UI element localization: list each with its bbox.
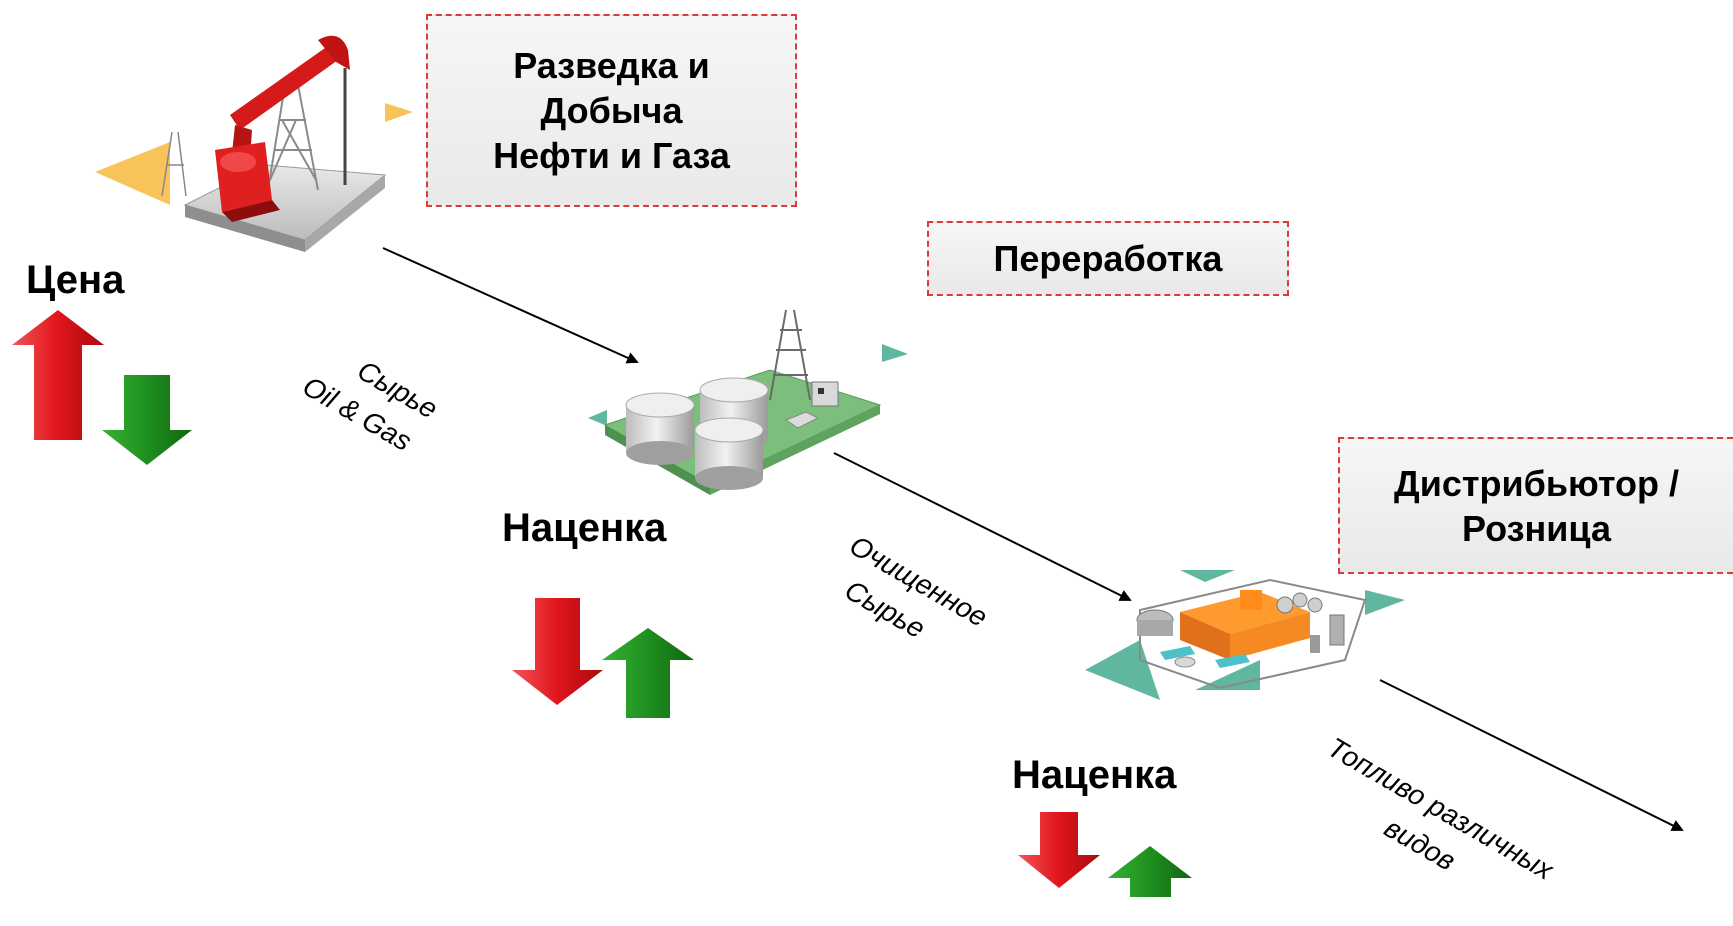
markup2-up-arrow-icon [1108, 846, 1192, 897]
teal-triangle-right [1365, 590, 1405, 615]
teal-triangle-left [588, 410, 607, 426]
upstream-title-line-2: Добыча [540, 90, 683, 131]
upstream-stage-box: Разведка и Добыча Нефти и Газа [426, 14, 797, 207]
flow-arrow-fuel [1379, 679, 1684, 831]
diagram-canvas [12, 35, 1684, 897]
oil-storage-tanks-icon [588, 309, 908, 495]
upstream-title-line-1: Разведка и [513, 45, 710, 86]
upstream-title-line-3: Нефти и Газа [493, 135, 730, 176]
teal-triangle-bottom [1085, 640, 1160, 700]
markup1-down-arrow-icon [512, 598, 603, 705]
distribution-title-line-2: Розница [1462, 507, 1611, 549]
price-down-arrow-icon [102, 375, 192, 465]
teal-triangle-right [882, 344, 908, 362]
oil-pumpjack-icon [95, 35, 413, 252]
distribution-stage-box: Дистрибьютор / Розница [1338, 437, 1733, 574]
yellow-triangle-left [95, 142, 170, 205]
refinery-plant-icon [1085, 570, 1405, 700]
flow-arrow-refined [833, 452, 1132, 601]
yellow-triangle-right [385, 103, 413, 122]
markup2-down-arrow-icon [1018, 812, 1100, 888]
distribution-title-line-1: Дистрибьютор / [1394, 462, 1679, 504]
price-up-arrow-icon [12, 310, 104, 440]
flow-arrow-raw [382, 247, 639, 364]
markup-label-2: Наценка [1012, 753, 1177, 797]
teal-triangle-top [1180, 570, 1235, 582]
processing-stage-box: Переработка [927, 221, 1289, 296]
markup1-up-arrow-icon [602, 628, 694, 718]
markup-label-1: Наценка [502, 506, 667, 550]
price-label: Цена [26, 258, 125, 302]
processing-title: Переработка [993, 238, 1223, 279]
